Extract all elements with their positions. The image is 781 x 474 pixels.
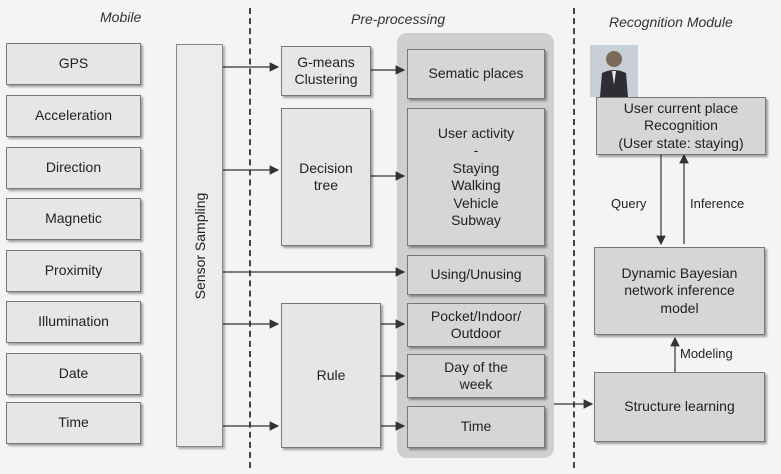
structure-learning-box: Structure learning: [594, 372, 765, 442]
sensor-magnetic: Magnetic: [6, 198, 141, 240]
using-unusing-box: Using/Unusing: [407, 255, 545, 295]
sensor-gps: GPS: [6, 43, 141, 85]
sensor-acceleration: Acceleration: [6, 95, 141, 137]
preprocessing-header: Pre-processing: [351, 11, 446, 27]
query-label: Query: [611, 196, 647, 211]
sensor-proximity: Proximity: [6, 250, 141, 292]
mobile-header: Mobile: [100, 9, 142, 25]
semantic-places-box: Sematic places: [407, 49, 545, 99]
pocket-indoor-outdoor-box: Pocket/Indoor/ Outdoor: [407, 303, 545, 347]
user-icon: [590, 45, 638, 97]
gmeans-clustering-box: G-means Clustering: [281, 46, 371, 96]
divider-mobile-preprocessing: [249, 8, 251, 468]
inference-label: Inference: [690, 196, 745, 211]
user-activity-box: User activity - Staying Walking Vehicle …: [407, 108, 545, 246]
place-recognition-box: User current place Recognition (User sta…: [596, 97, 766, 155]
time-feature-box: Time: [407, 406, 545, 448]
sensor-illumination: Illumination: [6, 301, 141, 343]
sensor-date: Date: [6, 353, 141, 395]
modeling-label: Modeling: [680, 346, 733, 361]
decision-tree-box: Decision tree: [281, 108, 371, 246]
dbn-model-box: Dynamic Bayesian network inference model: [594, 247, 765, 335]
divider-preprocessing-recognition: [573, 8, 575, 468]
rule-box: Rule: [281, 303, 381, 448]
sensor-time: Time: [6, 402, 141, 444]
day-of-week-box: Day of the week: [407, 354, 545, 398]
recognition-header: Recognition Module: [609, 14, 733, 30]
sensor-sampling-label: Sensor Sampling: [191, 192, 208, 299]
sensor-direction: Direction: [6, 147, 141, 189]
sensor-sampling-bar: Sensor Sampling: [176, 44, 223, 447]
